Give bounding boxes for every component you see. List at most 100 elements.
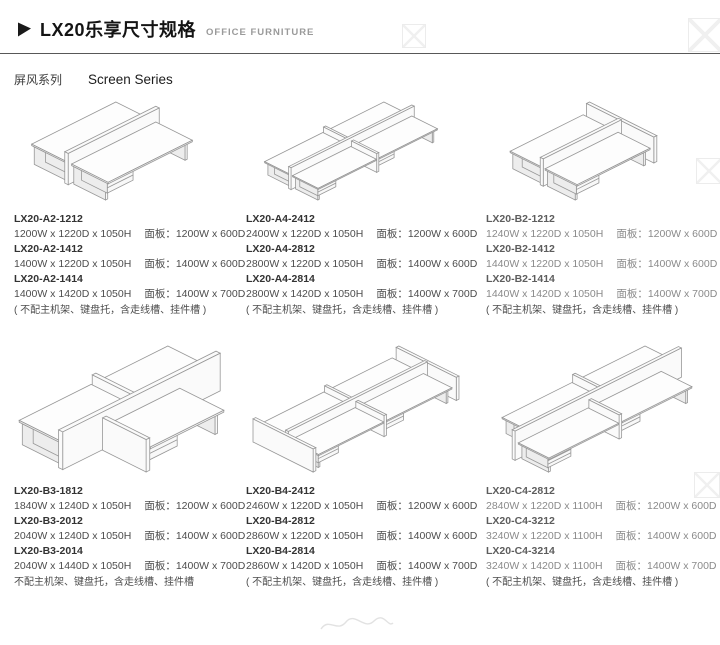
workstation-iso-drawing	[486, 98, 681, 204]
model-number: LX20-B2-1412	[486, 243, 555, 255]
model-number: LX20-B3-1812	[14, 485, 83, 497]
spec-note: ( 不配主机架、键盘托，含走线槽、挂件槽 )	[486, 305, 679, 316]
dimension-line: 2040W x 1440D x 1050H 面板：1400W x 700D	[14, 559, 245, 574]
size-text: 1440W x 1220D x 1050H	[486, 258, 604, 270]
dimension-line: 1440W x 1220D x 1050H 面板：1400W x 600D	[486, 257, 720, 272]
workstation-iso-drawing	[22, 98, 202, 204]
panel-label: 面板：	[144, 288, 176, 300]
model-number: LX20-C4-3212	[486, 515, 555, 527]
panel-size: 1200W x 600D	[647, 228, 718, 240]
panel-size: 1200W x 600D	[647, 500, 717, 512]
dimension-line: 2840W x 1220D x 1100H 面板：1200W x 600D	[486, 499, 720, 514]
panel-size: 1400W x 700D	[647, 560, 717, 572]
size-text: 2040W x 1240D x 1050H	[14, 530, 132, 542]
workstation-iso-drawing	[246, 98, 456, 204]
model-number: LX20-A4-2814	[246, 273, 315, 285]
panel-size: 1400W x 600D	[407, 530, 478, 542]
series-label-cn: 屏风系列	[14, 73, 63, 87]
panel-size: 1400W x 600D	[175, 530, 246, 542]
model-number: LX20-C4-2812	[486, 485, 555, 497]
panel-size: 1400W x 600D	[647, 530, 717, 542]
size-text: 3240W x 1220D x 1100H	[486, 530, 603, 542]
watermark-signature	[320, 617, 394, 630]
panel-label: 面板：	[376, 258, 408, 270]
series-label-en: Screen Series	[88, 72, 173, 87]
product-drawing-a4	[246, 98, 480, 204]
panel-size: 1200W x 600D	[175, 228, 246, 240]
size-text: 1200W x 1220D x 1050H	[14, 228, 132, 240]
spec-note: 不配主机架、键盘托，含走线槽、挂件槽	[14, 577, 194, 588]
dimension-line: 3240W x 1420D x 1100H 面板：1400W x 700D	[486, 559, 720, 574]
model-number: LX20-B3-2012	[14, 515, 83, 527]
panel-label: 面板：	[144, 560, 176, 572]
panel-size: 1400W x 700D	[647, 288, 718, 300]
panel-size: 1400W x 700D	[175, 560, 246, 572]
model-number: LX20-C4-3214	[486, 545, 555, 557]
size-text: 2860W x 1420D x 1050H	[246, 560, 364, 572]
size-text: 1440W x 1420D x 1050H	[486, 288, 604, 300]
size-text: 2800W x 1220D x 1050H	[246, 258, 364, 270]
spec-note: ( 不配主机架、键盘托，含走线槽、挂件槽 )	[246, 577, 439, 588]
product-drawing-b4	[246, 342, 480, 476]
size-text: 2400W x 1220D x 1050H	[246, 228, 364, 240]
panel-label: 面板：	[376, 500, 408, 512]
model-number: LX20-B4-2814	[246, 545, 315, 557]
panel-label: 面板：	[615, 500, 648, 512]
panel-size: 1200W x 600D	[407, 500, 478, 512]
panel-size: 1400W x 700D	[407, 560, 478, 572]
workstation-iso-drawing	[486, 342, 708, 476]
model-number: LX20-A2-1412	[14, 243, 83, 255]
dimension-line: 1840W x 1240D x 1050H 面板：1200W x 600D	[14, 499, 245, 514]
size-text: 1840W x 1240D x 1050H	[14, 500, 132, 512]
model-number: LX20-B4-2812	[246, 515, 315, 527]
model-number: LX20-A2-1414	[14, 273, 83, 285]
watermark-seal	[688, 18, 720, 52]
series-label: 屏风系列 Screen Series	[14, 71, 720, 88]
panel-size: 1400W x 600D	[647, 258, 718, 270]
panel-label: 面板：	[616, 288, 648, 300]
model-number: LX20-B3-2014	[14, 545, 83, 557]
panel-label: 面板：	[376, 288, 408, 300]
panel-label: 面板：	[616, 258, 648, 270]
panel-label: 面板：	[376, 228, 408, 240]
panel-size: 1200W x 600D	[175, 500, 246, 512]
panel-label: 面板：	[144, 500, 176, 512]
size-text: 1400W x 1420D x 1050H	[14, 288, 132, 300]
panel-size: 1400W x 700D	[407, 288, 478, 300]
product-drawing-b3	[14, 342, 240, 476]
size-text: 3240W x 1420D x 1100H	[486, 560, 603, 572]
dimension-line: 2400W x 1220D x 1050H 面板：1200W x 600D	[246, 227, 480, 242]
watermark-seal	[402, 24, 426, 48]
model-number: LX20-A2-1212	[14, 213, 83, 225]
model-number: LX20-B4-2412	[246, 485, 315, 497]
panel-size: 1200W x 600D	[407, 228, 478, 240]
panel-label: 面板：	[144, 228, 176, 240]
size-text: 2840W x 1220D x 1100H	[486, 500, 603, 512]
panel-label: 面板：	[615, 560, 648, 572]
spec-note: ( 不配主机架、键盘托，含走线槽、挂件槽 )	[486, 577, 679, 588]
dimension-line: 1440W x 1420D x 1050H 面板：1400W x 700D	[486, 287, 720, 302]
size-text: 2040W x 1440D x 1050H	[14, 560, 132, 572]
size-text: 1400W x 1220D x 1050H	[14, 258, 132, 270]
panel-label: 面板：	[376, 530, 408, 542]
watermark-seal	[694, 472, 720, 498]
model-number: LX20-B2-1212	[486, 213, 555, 225]
